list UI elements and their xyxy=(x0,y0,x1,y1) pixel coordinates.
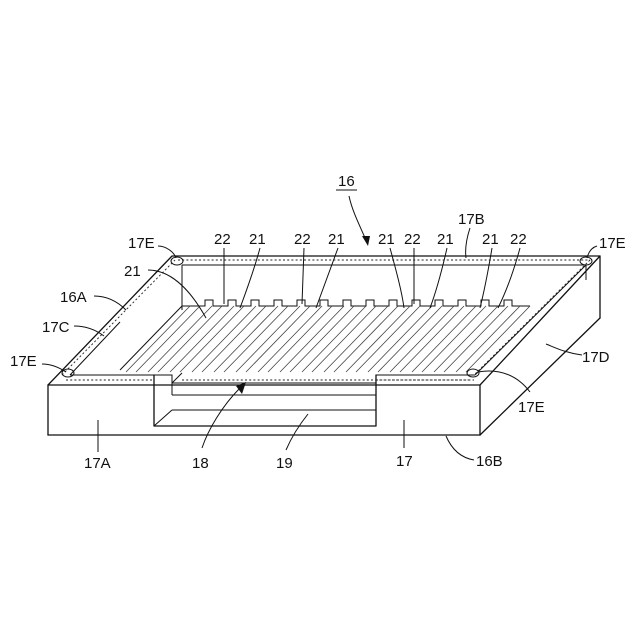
arrow-head xyxy=(362,236,370,246)
label-21-1: 21 xyxy=(249,231,266,248)
label-16A: 16A xyxy=(60,289,87,306)
label-17A: 17A xyxy=(84,455,111,472)
label-21-2: 21 xyxy=(328,231,345,248)
label-19: 19 xyxy=(276,455,293,472)
label-17E-top-right: 17E xyxy=(599,235,626,252)
label-17E-bottom-right: 17E xyxy=(518,399,545,416)
fin-array xyxy=(120,300,530,380)
label-17C: 17C xyxy=(42,319,70,336)
label-21-5: 21 xyxy=(482,231,499,248)
label-21-left: 21 xyxy=(124,263,141,280)
label-16: 16 xyxy=(338,173,355,190)
reference-labels: 16 17B 17E 17E 17E 17E 22 21 22 21 21 22… xyxy=(10,173,626,472)
arrow-head-18 xyxy=(236,382,246,394)
label-22-1: 22 xyxy=(214,231,231,248)
label-22-4: 22 xyxy=(510,231,527,248)
label-17D: 17D xyxy=(582,349,610,366)
label-22-2: 22 xyxy=(294,231,311,248)
label-18: 18 xyxy=(192,455,209,472)
label-17E-left: 17E xyxy=(10,353,37,370)
label-21-4: 21 xyxy=(437,231,454,248)
screw-hole-top-left xyxy=(171,257,183,265)
label-17: 17 xyxy=(396,453,413,470)
label-17E-top-left: 17E xyxy=(128,235,155,252)
label-22-3: 22 xyxy=(404,231,421,248)
label-21-3: 21 xyxy=(378,231,395,248)
label-17B: 17B xyxy=(458,211,485,228)
label-16B: 16B xyxy=(476,453,503,470)
